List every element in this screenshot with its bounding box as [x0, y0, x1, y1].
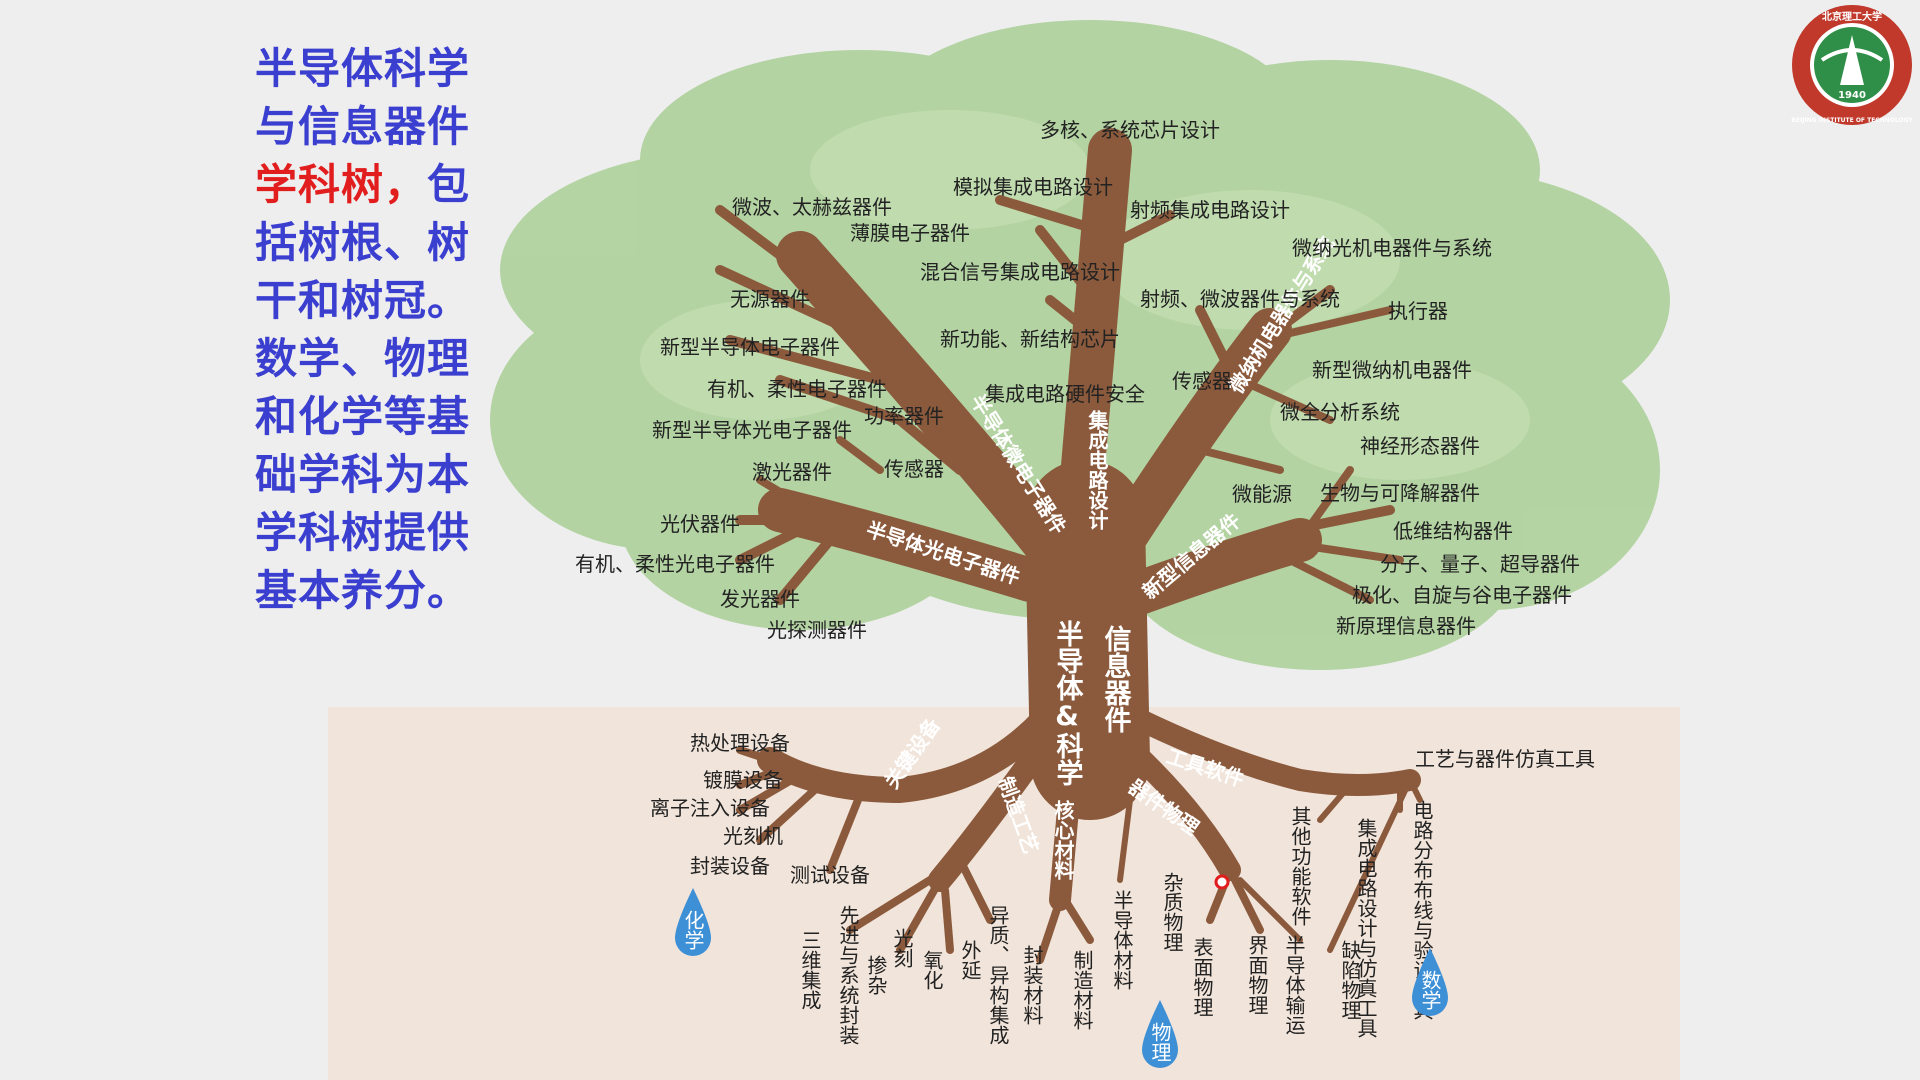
- canopy-item: 多核、系统芯片设计: [1040, 118, 1220, 142]
- canopy-item: 新型半导体光电子器件: [652, 418, 852, 442]
- canopy-item: 传感器: [884, 457, 944, 481]
- root-item: 热处理设备: [690, 731, 790, 755]
- canopy-item: 神经形态器件: [1360, 434, 1480, 458]
- root-item: 半导体材料: [1110, 890, 1134, 990]
- drop-label-physics: 物理: [1148, 1022, 1172, 1062]
- intro-text: 半导体科学 与信息器件 学科树，包 括树根、树 干和树冠。 数学、物理 和化学等…: [255, 40, 495, 620]
- canopy-item: 生物与可降解器件: [1320, 481, 1480, 505]
- canopy-item: 光伏器件: [660, 512, 740, 536]
- equipment-labels: 热处理设备 镀膜设备 离子注入设备 光刻机 封装设备 测试设备: [650, 731, 870, 887]
- canopy-item: 新型微纳机电器件: [1312, 358, 1472, 382]
- canopy-item: 新型半导体电子器件: [660, 335, 840, 359]
- root-item: 三维集成: [798, 930, 822, 1010]
- root-item: 其他功能软件: [1288, 806, 1312, 926]
- intro-line-rest: 包: [427, 160, 471, 209]
- canopy-item: 混合信号集成电路设计: [920, 260, 1120, 284]
- physics-labels: 杂质物理 表面物理 界面物理 半导体输运 缺陷物理: [1160, 872, 1362, 1035]
- root-item: 掺杂: [864, 955, 888, 995]
- canopy-right-labels: 微纳光机电器件与系统 射频、微波器件与系统 执行器 传感器 新型微纳机电器件 微…: [1140, 236, 1580, 638]
- intro-line: 学科树提供: [255, 508, 471, 557]
- canopy-item: 极化、自旋与谷电子器件: [1352, 583, 1572, 607]
- root-item: 封装设备: [690, 854, 770, 878]
- root-item: 封装材料: [1020, 945, 1044, 1025]
- canopy-item: 射频、微波器件与系统: [1140, 287, 1340, 311]
- canopy-item: 微波、太赫兹器件: [732, 195, 892, 219]
- root-item: 半导体输运: [1282, 935, 1306, 1035]
- root-item: 测试设备: [790, 863, 870, 887]
- intro-line: 与信息器件: [255, 102, 471, 151]
- intro-line: 础学科为本: [255, 450, 471, 499]
- canopy-item: 射频集成电路设计: [1130, 198, 1290, 222]
- root-item: 氧化: [920, 950, 944, 990]
- drop-label-chemistry: 化学: [681, 910, 705, 950]
- pointer-marker: [1214, 874, 1230, 890]
- intro-line: 括树根、树: [255, 218, 471, 267]
- canopy-item: 微全分析系统: [1280, 400, 1400, 424]
- root-item: 工艺与器件仿真工具: [1415, 747, 1595, 771]
- intro-line: 半导体科学: [255, 44, 471, 93]
- canopy-item: 分子、量子、超导器件: [1380, 552, 1580, 576]
- intro-line: 学科树，包: [255, 156, 495, 214]
- root-item: 集成电路设计与仿真工具: [1354, 818, 1378, 1038]
- canopy-item: 微纳光机电器件与系统: [1292, 236, 1492, 260]
- canopy-item: 发光器件: [720, 587, 800, 611]
- drop-chemistry: 化学: [675, 888, 711, 956]
- canopy-item: 传感器: [1172, 369, 1232, 393]
- intro-line: 干和树冠。: [255, 276, 471, 325]
- canopy-left-labels: 微波、太赫兹器件 薄膜电子器件 无源器件 新型半导体电子器件 有机、柔性电子器件…: [575, 195, 970, 642]
- branch-label-ic-design: 集成电路设计: [1085, 409, 1109, 531]
- root-item: 异质、异构集成: [986, 905, 1010, 1045]
- root-item: 表面物理: [1190, 937, 1214, 1017]
- drop-physics: 物理: [1142, 1000, 1178, 1068]
- canopy-item: 无源器件: [730, 287, 810, 311]
- tool-labels: 工艺与器件仿真工具 电路分布布线与验证工具 集成电路设计与仿真工具 其他功能软件: [1288, 747, 1595, 1038]
- canopy-item: 有机、柔性电子器件: [707, 377, 887, 401]
- canopy-item: 集成电路硬件安全: [985, 382, 1145, 406]
- canopy-item: 有机、柔性光电子器件: [575, 552, 775, 576]
- logo-year: 1940: [1838, 90, 1866, 101]
- root-item: 先进与系统封装: [836, 905, 860, 1045]
- canopy-item: 光探测器件: [767, 618, 867, 642]
- canopy-item: 激光器件: [752, 460, 832, 484]
- root-item: 界面物理: [1245, 935, 1269, 1015]
- logo-name: 北京理工大学: [1822, 10, 1882, 23]
- canopy-item: 微能源: [1232, 482, 1292, 506]
- intro-line: 数学、物理: [255, 334, 471, 383]
- material-labels: 封装材料 制造材料 半导体材料: [1020, 890, 1134, 1030]
- root-item: 离子注入设备: [650, 796, 770, 820]
- root-item: 制造材料: [1070, 950, 1094, 1030]
- canopy-item: 执行器: [1388, 299, 1448, 323]
- intro-line: 基本养分。: [255, 566, 471, 615]
- intro-highlight: 学科树，: [255, 160, 428, 209]
- canopy-item: 薄膜电子器件: [850, 221, 970, 245]
- core-label-right: 信息器件: [1100, 625, 1133, 733]
- root-item: 光刻机: [723, 824, 783, 848]
- root-item: 光刻: [890, 928, 914, 968]
- tree-trunk-and-branches: [715, 128, 1404, 820]
- canopy-item: 模拟集成电路设计: [953, 175, 1113, 199]
- canopy-item: 新功能、新结构芯片: [940, 327, 1120, 351]
- drop-math: 数学: [1412, 948, 1448, 1016]
- root-item: 缺陷物理: [1338, 940, 1362, 1020]
- root-label-core-materials: 核心材料: [1051, 799, 1075, 881]
- canopy-item: 功率器件: [864, 404, 944, 428]
- canopy-center-labels: 多核、系统芯片设计 模拟集成电路设计 射频集成电路设计 混合信号集成电路设计 新…: [920, 118, 1290, 406]
- drop-label-math: 数学: [1418, 970, 1442, 1010]
- intro-line: 和化学等基: [255, 392, 471, 441]
- root-item: 杂质物理: [1160, 872, 1184, 952]
- root-item: 外延: [958, 940, 982, 980]
- university-logo: 北京理工大学 1940 BEIJING INSTITUTE OF TECHNOL…: [1791, 5, 1913, 125]
- trunk-label: 半导体&科学 信息器件: [1052, 620, 1133, 786]
- core-label-left: 半导体&科学: [1052, 620, 1084, 786]
- process-labels: 三维集成 先进与系统封装 掺杂 光刻 氧化 外延 异质、异构集成: [798, 905, 1010, 1045]
- tree-roots: [736, 687, 1423, 964]
- root-item: 镀膜设备: [703, 768, 783, 792]
- canopy-item: 新原理信息器件: [1336, 614, 1476, 638]
- canopy-item: 低维结构器件: [1393, 519, 1513, 543]
- logo-english: BEIJING INSTITUTE OF TECHNOLOGY: [1791, 117, 1913, 124]
